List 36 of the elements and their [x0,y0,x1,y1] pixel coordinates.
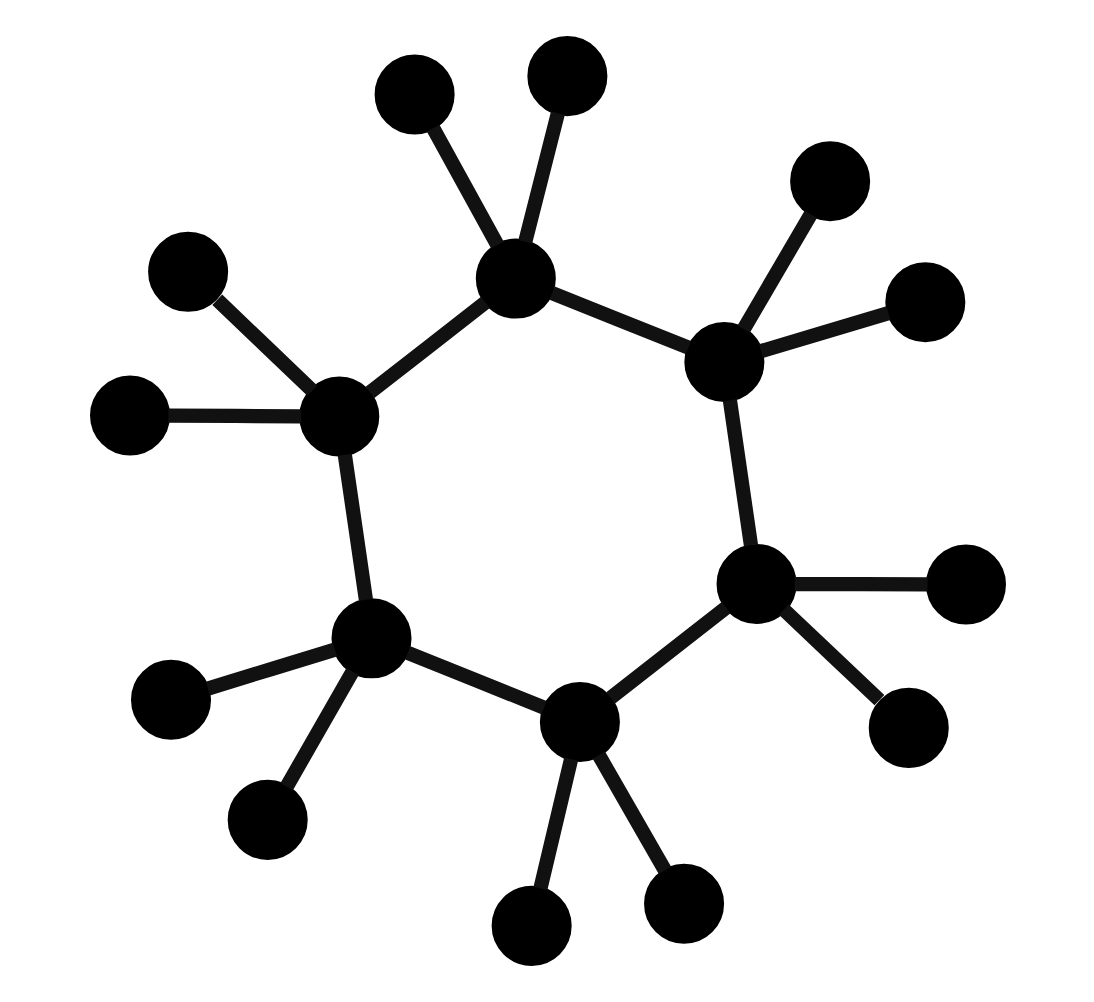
node-circle [147,231,228,312]
node-circle [330,598,411,679]
connector [736,210,816,333]
connector [517,111,564,244]
node-circle [683,322,764,403]
connector [793,576,927,592]
node-circle [884,262,965,343]
node-circle [373,54,454,135]
connector [532,757,578,891]
connector [777,604,884,706]
node-circle [474,238,555,319]
connector [425,124,503,249]
connector [404,646,546,715]
connector [758,306,890,358]
connector [364,296,489,399]
connector [591,751,671,874]
node-circle [526,36,607,117]
connector [204,642,337,696]
node-circle [538,681,619,762]
node-circle [130,659,211,740]
connector [279,667,358,791]
connector [167,408,301,424]
connector [605,602,730,704]
node-circle [789,141,870,222]
node-circle [490,885,571,966]
node-circle [643,863,724,944]
connector [336,453,372,601]
connector [211,294,317,396]
connector [548,286,691,355]
node-circle [715,543,796,624]
node-circle [89,375,170,456]
node-circle [867,687,948,768]
node-circle [924,544,1005,625]
node-circle [226,779,307,860]
node-circle [298,376,379,457]
connector [721,399,758,547]
